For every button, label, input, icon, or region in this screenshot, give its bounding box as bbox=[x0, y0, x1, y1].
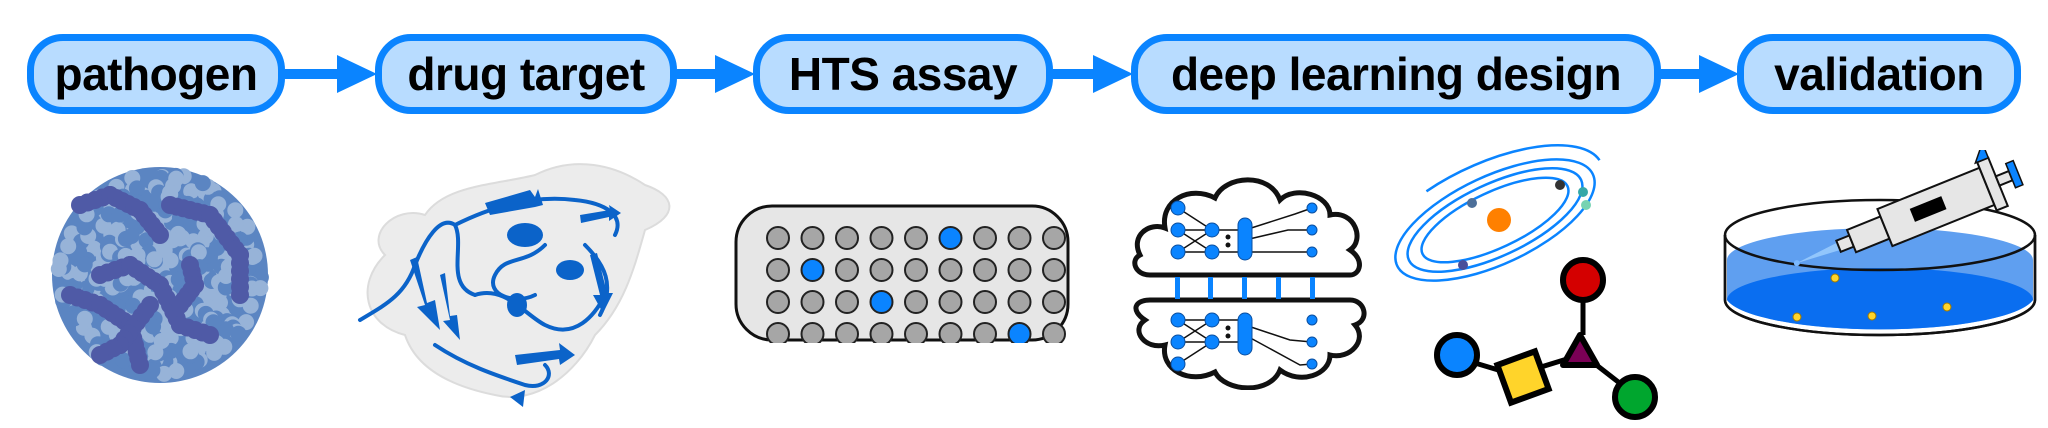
well bbox=[1007, 226, 1032, 250]
well bbox=[973, 226, 997, 250]
well bbox=[938, 322, 963, 343]
capsid-bead bbox=[115, 352, 132, 369]
stage-deep-learning-design: deep learning design bbox=[1131, 34, 1661, 114]
well bbox=[835, 322, 859, 343]
virus-capsid-illustration bbox=[50, 167, 269, 383]
capsid-bead bbox=[217, 279, 234, 296]
stage-label: deep learning design bbox=[1170, 48, 1622, 100]
well bbox=[835, 290, 859, 314]
well bbox=[973, 258, 997, 282]
capsid-bead bbox=[230, 325, 247, 342]
well bbox=[1042, 226, 1066, 250]
well bbox=[904, 226, 928, 250]
capsid-bead bbox=[182, 343, 199, 360]
capsid-strand-bead bbox=[91, 346, 109, 364]
arrow-right-icon bbox=[285, 55, 377, 93]
capsid-bead bbox=[168, 363, 185, 379]
molecule-node-yellow bbox=[1493, 347, 1553, 407]
capsid-strand-bead bbox=[151, 226, 169, 244]
capsid-bead bbox=[128, 180, 145, 197]
capsid-bead bbox=[218, 268, 234, 284]
capsid-bead bbox=[194, 175, 211, 192]
stage-label: validation bbox=[1774, 48, 1984, 100]
capsid-strand-bead bbox=[131, 356, 149, 374]
capsid-bead bbox=[168, 170, 185, 187]
capsid-bead bbox=[76, 219, 93, 236]
well bbox=[1042, 322, 1066, 343]
well bbox=[766, 258, 790, 282]
well bbox=[869, 322, 894, 343]
sun bbox=[1487, 208, 1511, 232]
molecule-node-purple bbox=[1560, 332, 1600, 368]
molecule-node-green bbox=[1612, 374, 1658, 420]
capsid-strand-bead bbox=[201, 326, 219, 344]
capsid-bead bbox=[162, 184, 178, 201]
well-hit bbox=[800, 258, 825, 282]
well bbox=[869, 258, 894, 282]
well bbox=[904, 258, 928, 282]
capsid-bead bbox=[242, 297, 259, 314]
capsid-bead bbox=[76, 310, 93, 327]
capsid-bead bbox=[217, 321, 234, 338]
capsid-bead bbox=[76, 256, 93, 273]
capsid-bead bbox=[145, 318, 162, 335]
stage-label: pathogen bbox=[54, 48, 258, 100]
well bbox=[904, 290, 928, 314]
capsid-strand-bead bbox=[231, 286, 249, 304]
capsid-bead bbox=[123, 228, 140, 244]
stage-label: HTS assay bbox=[788, 48, 1018, 100]
stage-drug-target: drug target bbox=[375, 34, 677, 114]
well bbox=[800, 322, 825, 343]
well-hit bbox=[1007, 322, 1032, 343]
well bbox=[835, 226, 859, 250]
stage-label: drug target bbox=[407, 48, 645, 100]
molecule-node-red bbox=[1560, 257, 1606, 303]
protein-structure-illustration bbox=[358, 163, 671, 407]
arrow-right-icon bbox=[677, 55, 755, 93]
stage-pathogen: pathogen bbox=[27, 34, 285, 114]
well bbox=[938, 258, 963, 282]
arrow-right-icon bbox=[1661, 55, 1739, 93]
arrow-right-icon bbox=[1053, 55, 1133, 93]
capsid-bead bbox=[227, 216, 244, 233]
well bbox=[766, 226, 790, 250]
capsid-bead bbox=[227, 202, 244, 219]
well bbox=[973, 290, 997, 314]
well bbox=[835, 258, 859, 282]
well bbox=[800, 226, 825, 250]
well-plate-illustration bbox=[734, 204, 1070, 343]
well bbox=[904, 322, 928, 343]
stage-hts-assay: HTS assay bbox=[753, 34, 1053, 114]
well-hit bbox=[869, 290, 894, 314]
well bbox=[766, 290, 790, 314]
well bbox=[1042, 258, 1066, 282]
well bbox=[1007, 258, 1032, 282]
well bbox=[938, 290, 963, 314]
well-hit bbox=[938, 226, 963, 250]
capsid-bead bbox=[190, 244, 207, 261]
capsid-bead bbox=[252, 280, 269, 297]
pipette bbox=[1793, 150, 2024, 267]
well bbox=[800, 290, 825, 314]
capsid-bead bbox=[183, 183, 200, 200]
capsid-bead bbox=[60, 238, 77, 255]
capsid-bead bbox=[146, 251, 163, 268]
orbit-and-molecule-illustration bbox=[1394, 144, 1658, 420]
capsid-bead bbox=[52, 252, 69, 269]
capsid-strand-bead bbox=[171, 296, 189, 314]
neural-network-illustration bbox=[1132, 177, 1367, 390]
well bbox=[973, 322, 997, 343]
stage-validation: validation bbox=[1737, 34, 2021, 114]
capsid-bead bbox=[62, 311, 79, 327]
capsid-bead bbox=[212, 294, 228, 311]
well bbox=[766, 322, 790, 343]
petri-dish-pipette-illustration bbox=[1723, 150, 2037, 337]
molecule-node-blue bbox=[1434, 332, 1480, 378]
well bbox=[869, 226, 894, 250]
well bbox=[1007, 290, 1032, 314]
well bbox=[1042, 290, 1066, 314]
